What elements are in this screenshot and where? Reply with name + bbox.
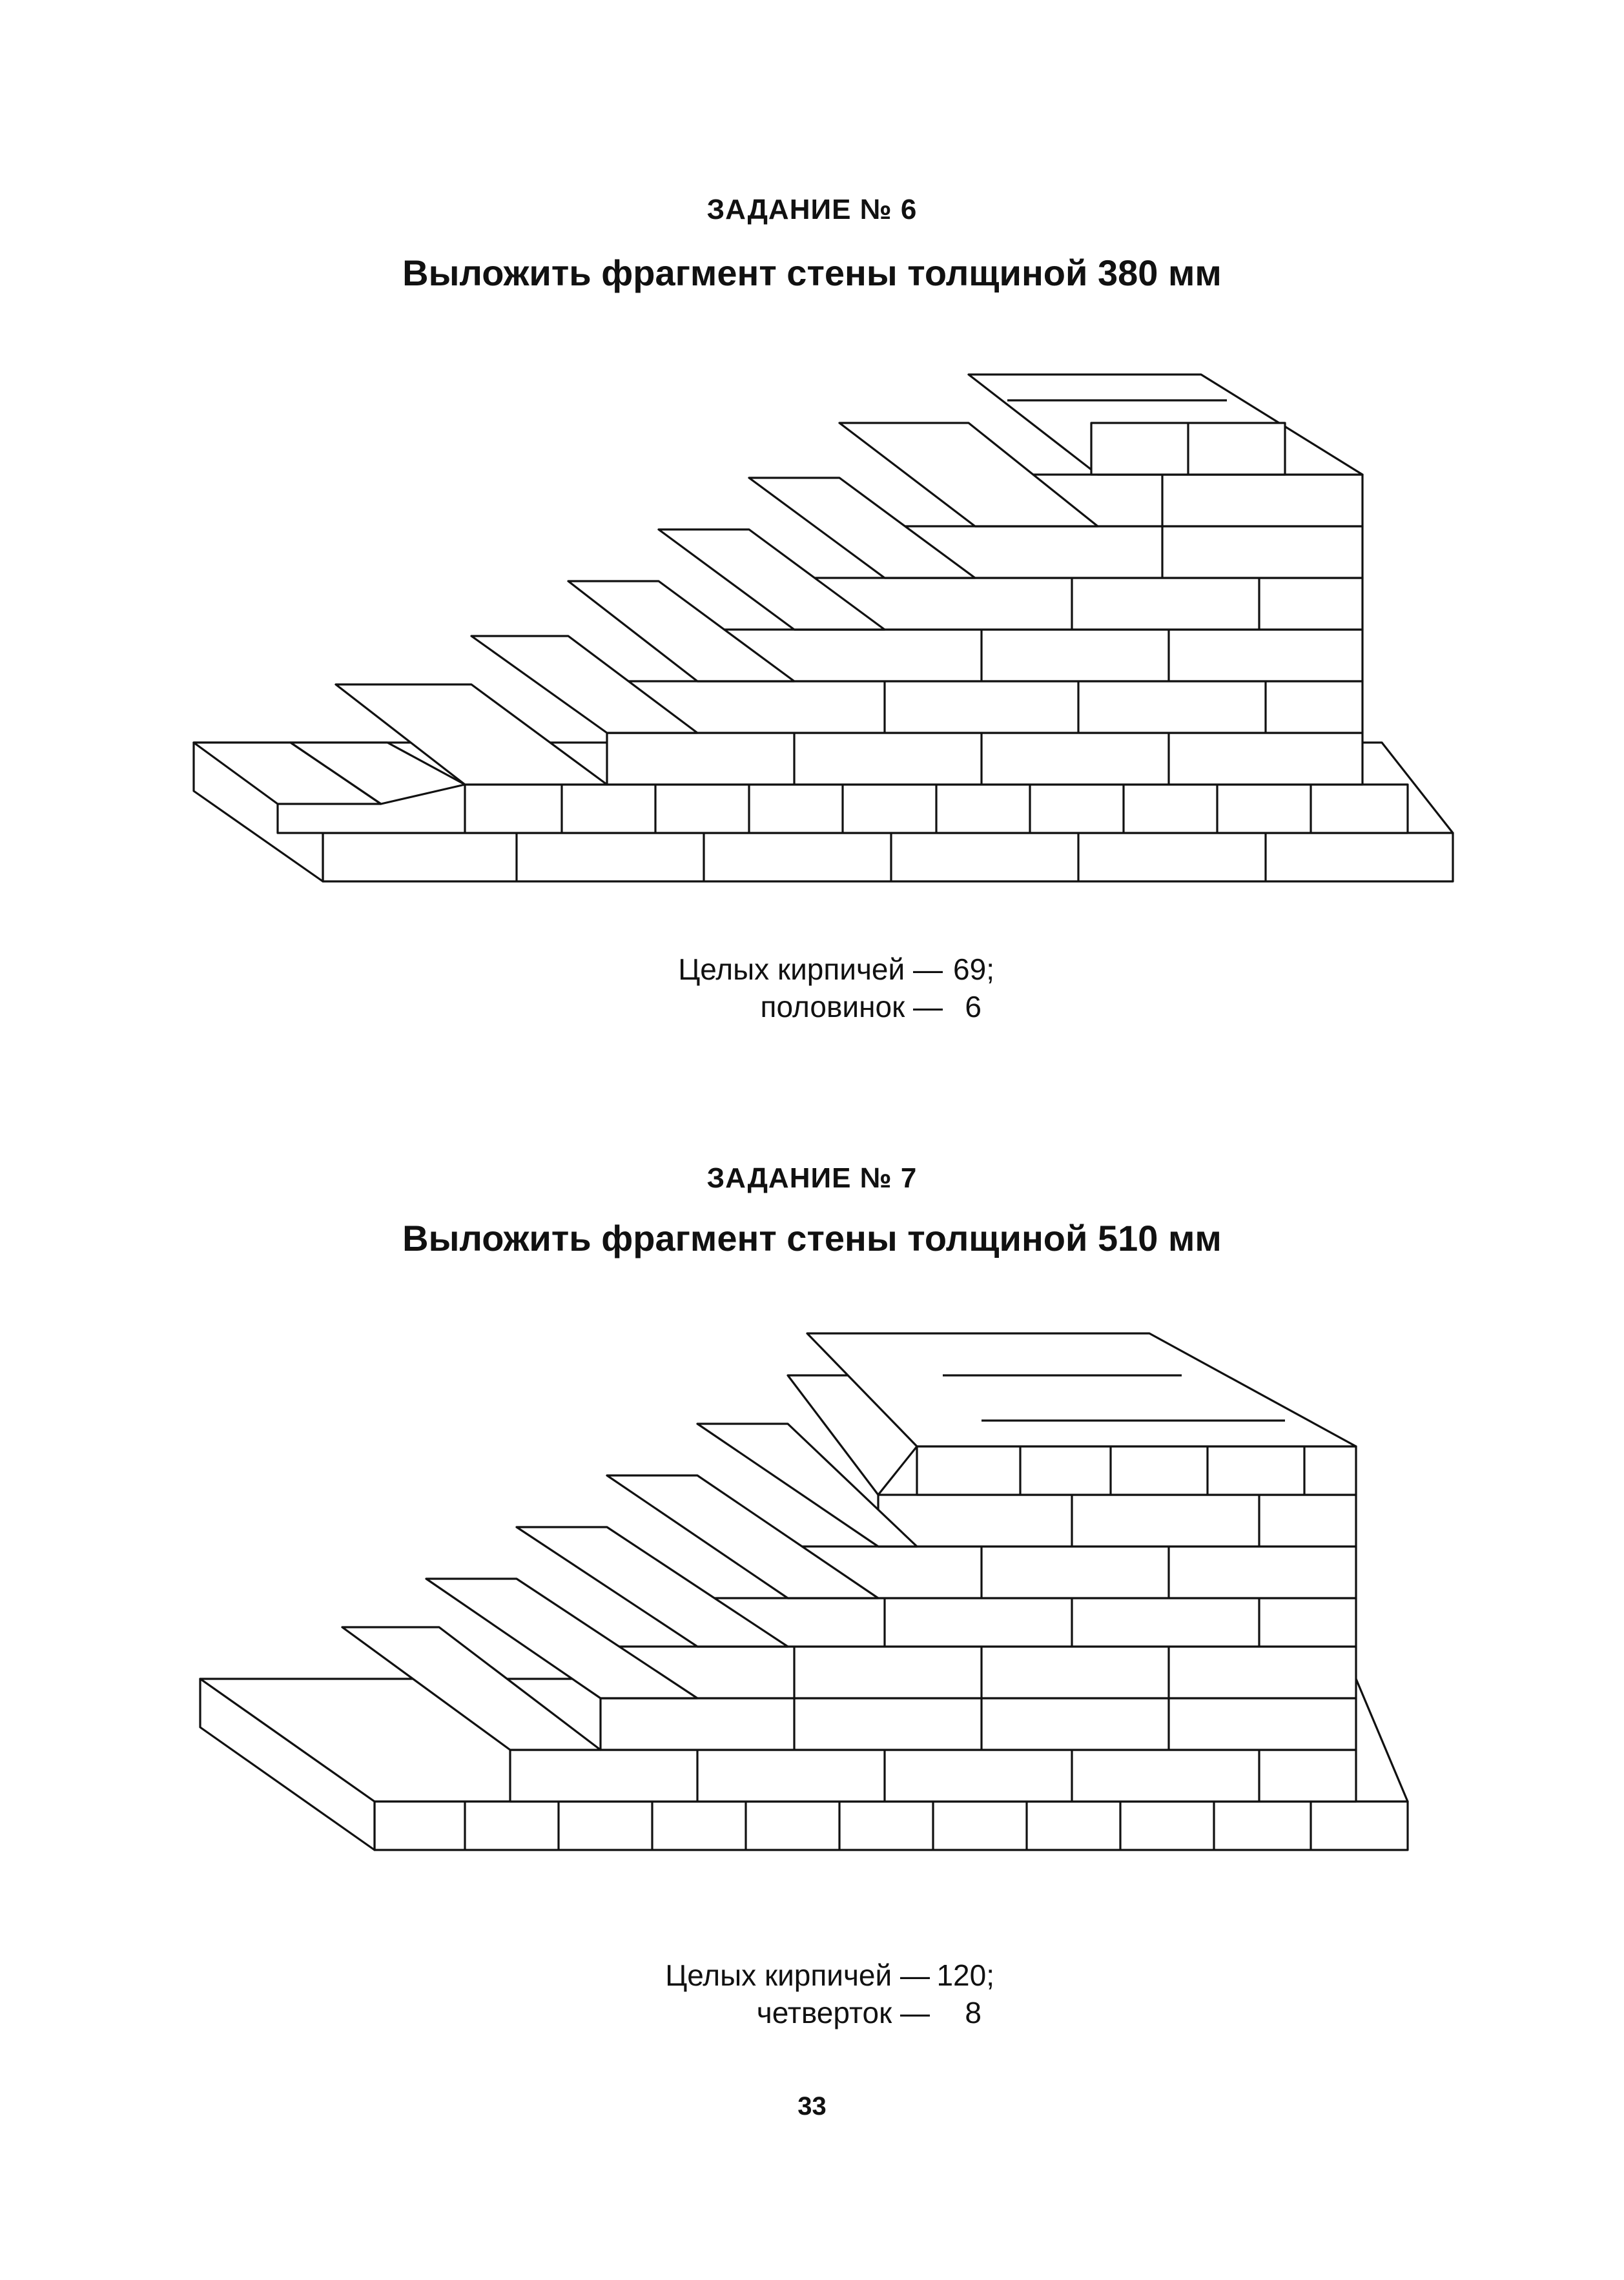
- task7-count-1-label: Целых кирпичей —: [665, 1958, 930, 1992]
- task7-count-1-value: 120;: [936, 1958, 994, 1992]
- task7-count-row-2: четверток — 8: [633, 1994, 994, 2031]
- task6-count-1-label: Целых кирпичей —: [678, 952, 943, 986]
- task7-heading: ЗАДАНИЕ № 7: [706, 1162, 918, 1194]
- task6-brick-wall-figure: [0, 0, 1624, 917]
- task7-brick-counts: Целых кирпичей — 120; четверток — 8: [633, 1956, 994, 2031]
- task6-count-2-label: половинок —: [760, 990, 943, 1023]
- task7-count-2-label: четверток —: [756, 1996, 930, 2029]
- task6-heading: ЗАДАНИЕ № 6: [706, 194, 918, 225]
- task7-brick-wall-figure: [199, 1332, 1409, 1851]
- task6-title: Выложить фрагмент стены толщиной 380 мм: [402, 252, 1222, 293]
- task6-count-row-1: Целых кирпичей — 69;: [633, 950, 994, 988]
- task6-brick-wall-drawing: [192, 373, 1454, 883]
- task6-count-row-2: половинок — 6: [633, 988, 994, 1025]
- task7-title: Выложить фрагмент стены толщиной 510 мм: [402, 1218, 1222, 1258]
- task7-count-row-1: Целых кирпичей — 120;: [633, 1956, 994, 1994]
- task7-brick-wall-drawing: [199, 1332, 1409, 1851]
- task7-count-2-value: 8: [965, 1996, 982, 2029]
- task6-brick-counts: Целых кирпичей — 69; половинок — 6: [633, 950, 994, 1025]
- page-number: 33: [797, 2092, 827, 2121]
- task6-count-2-value: 6: [965, 990, 982, 1023]
- task6-count-1-value: 69;: [953, 952, 994, 986]
